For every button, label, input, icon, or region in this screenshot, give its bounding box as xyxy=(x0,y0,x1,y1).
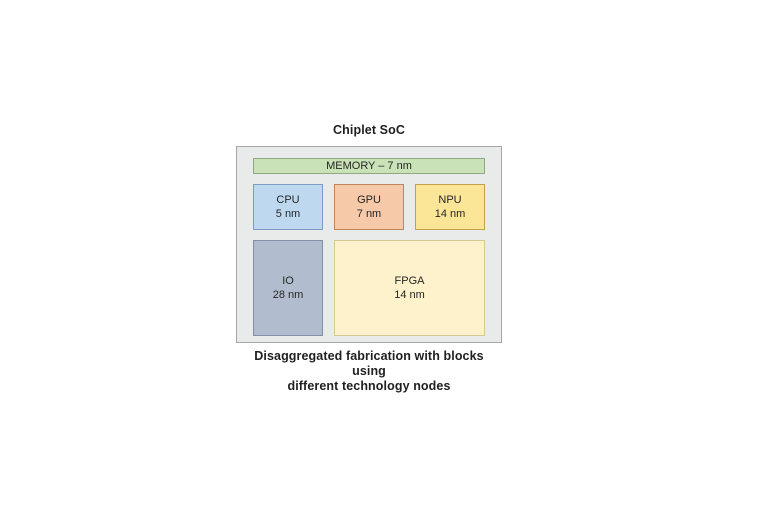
caption-line-2: different technology nodes xyxy=(287,379,451,393)
chiplet-soc-figure: Chiplet SoC MEMORY – 7 nm CPU 5 nm GPU 7… xyxy=(236,123,502,394)
npu-block: NPU 14 nm xyxy=(415,184,485,230)
io-fpga-row: IO 28 nm FPGA 14 nm xyxy=(253,240,485,336)
diagram-title: Chiplet SoC xyxy=(333,123,405,137)
cpu-node: 5 nm xyxy=(275,208,301,220)
fpga-node: 14 nm xyxy=(394,289,425,301)
compute-row: CPU 5 nm GPU 7 nm NPU 14 nm xyxy=(253,184,485,230)
io-node: 28 nm xyxy=(272,289,304,301)
chiplet-soc-package: MEMORY – 7 nm CPU 5 nm GPU 7 nm NPU 14 n… xyxy=(236,146,502,343)
cpu-block: CPU 5 nm xyxy=(253,184,323,230)
figure-caption: Disaggregated fabrication with blocks us… xyxy=(236,349,502,394)
cpu-label: CPU xyxy=(276,194,300,206)
fpga-block: FPGA 14 nm xyxy=(334,240,485,336)
memory-block: MEMORY – 7 nm xyxy=(253,158,485,174)
npu-label: NPU xyxy=(438,194,462,206)
io-label: IO xyxy=(282,275,294,287)
gpu-node: 7 nm xyxy=(356,208,382,220)
gpu-block: GPU 7 nm xyxy=(334,184,404,230)
fpga-label: FPGA xyxy=(394,275,425,287)
gpu-label: GPU xyxy=(357,194,381,206)
caption-line-1: Disaggregated fabrication with blocks us… xyxy=(254,349,484,378)
npu-node: 14 nm xyxy=(434,208,466,220)
io-block: IO 28 nm xyxy=(253,240,323,336)
